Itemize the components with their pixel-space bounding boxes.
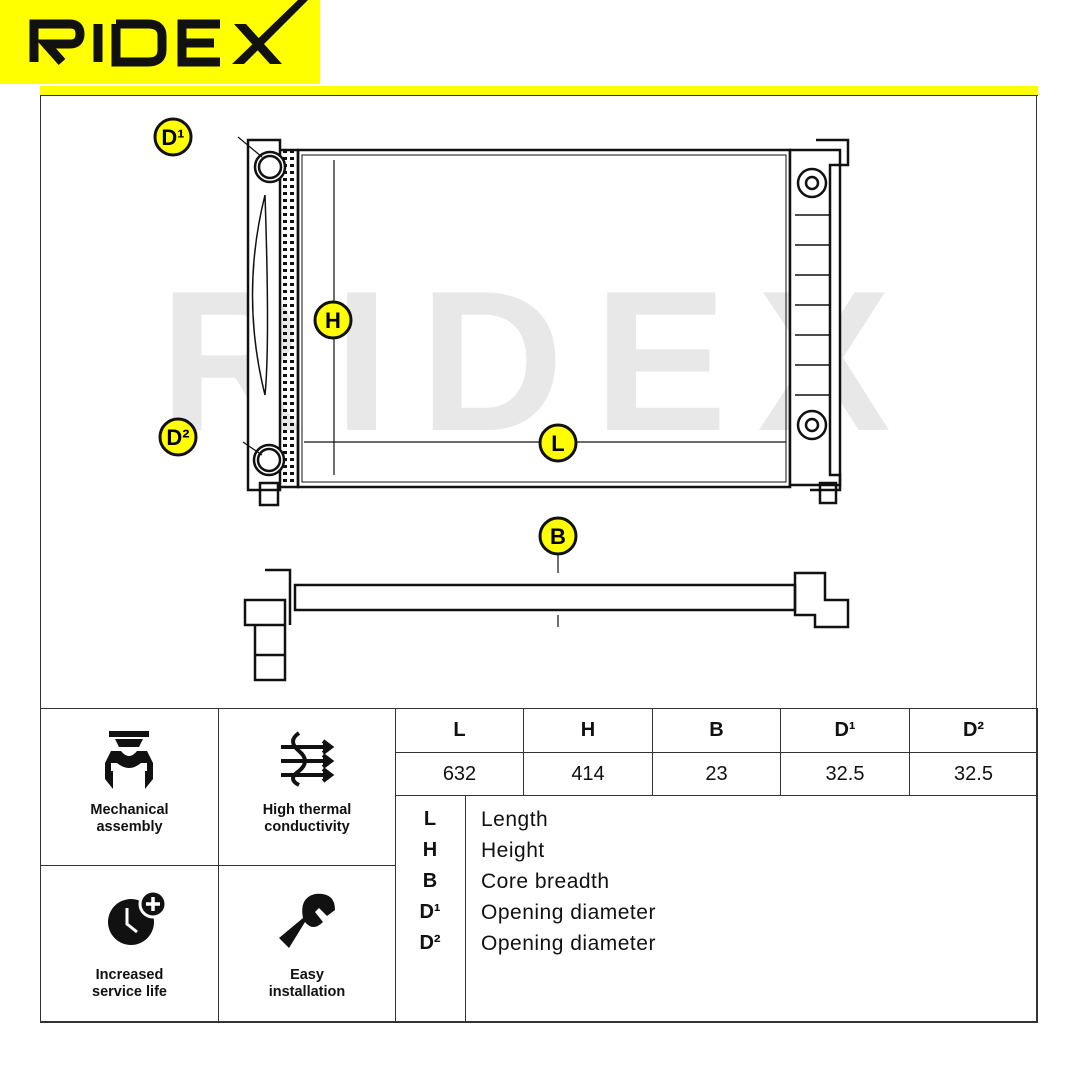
thermal-conductivity-icon (281, 731, 335, 787)
radiator-side-view (243, 550, 850, 682)
spec-value-b: 23 (652, 752, 781, 796)
legend-label: Length (481, 808, 549, 831)
spec-header-d2: D² (909, 708, 1038, 753)
marker-d2: D² (158, 417, 198, 457)
wrench-icon (279, 893, 335, 948)
spec-header-h: H (523, 708, 653, 753)
legend-key: H (422, 839, 438, 861)
radiator-diagram: RIDEX D¹ D² H L B (153, 117, 920, 682)
marker-b: B (538, 516, 578, 556)
svg-text:D¹: D¹ (161, 125, 184, 150)
spec-value-d2: 32.5 (909, 752, 1038, 796)
ridex-logo (0, 0, 320, 84)
marker-l: L (538, 423, 578, 463)
legend-key: D¹ (419, 901, 441, 923)
spec-value-l: 632 (395, 752, 524, 796)
service-life-clock-icon (108, 890, 168, 945)
radiator-front-view (237, 136, 850, 507)
spec-value-d1: 32.5 (780, 752, 910, 796)
svg-text:H: H (325, 308, 341, 333)
legend-key: L (423, 808, 437, 830)
marker-d1: D¹ (153, 117, 193, 157)
mechanical-assembly-icon (105, 731, 153, 789)
spec-header-l: L (395, 708, 524, 753)
svg-text:B: B (550, 524, 566, 549)
legend-label: Core breadth (481, 870, 610, 893)
legend-label-column (465, 795, 1038, 1023)
legend-label: Opening diameter (481, 932, 656, 955)
spec-value-h: 414 (523, 752, 653, 796)
legend-label: Height (481, 839, 545, 862)
product-frame (40, 95, 1037, 1022)
svg-text:L: L (551, 431, 564, 456)
legend-key: D² (419, 932, 441, 954)
legend-label: Opening diameter (481, 901, 656, 924)
legend-key: B (422, 870, 438, 892)
ridex-watermark: RIDEX (159, 250, 920, 473)
dimension-markers: D¹ D² H L B (153, 117, 578, 556)
header-accent-bar (40, 86, 1038, 96)
spec-header-d1: D¹ (780, 708, 910, 753)
svg-text:D²: D² (166, 425, 189, 450)
marker-h: H (313, 300, 353, 340)
spec-header-b: B (652, 708, 781, 753)
